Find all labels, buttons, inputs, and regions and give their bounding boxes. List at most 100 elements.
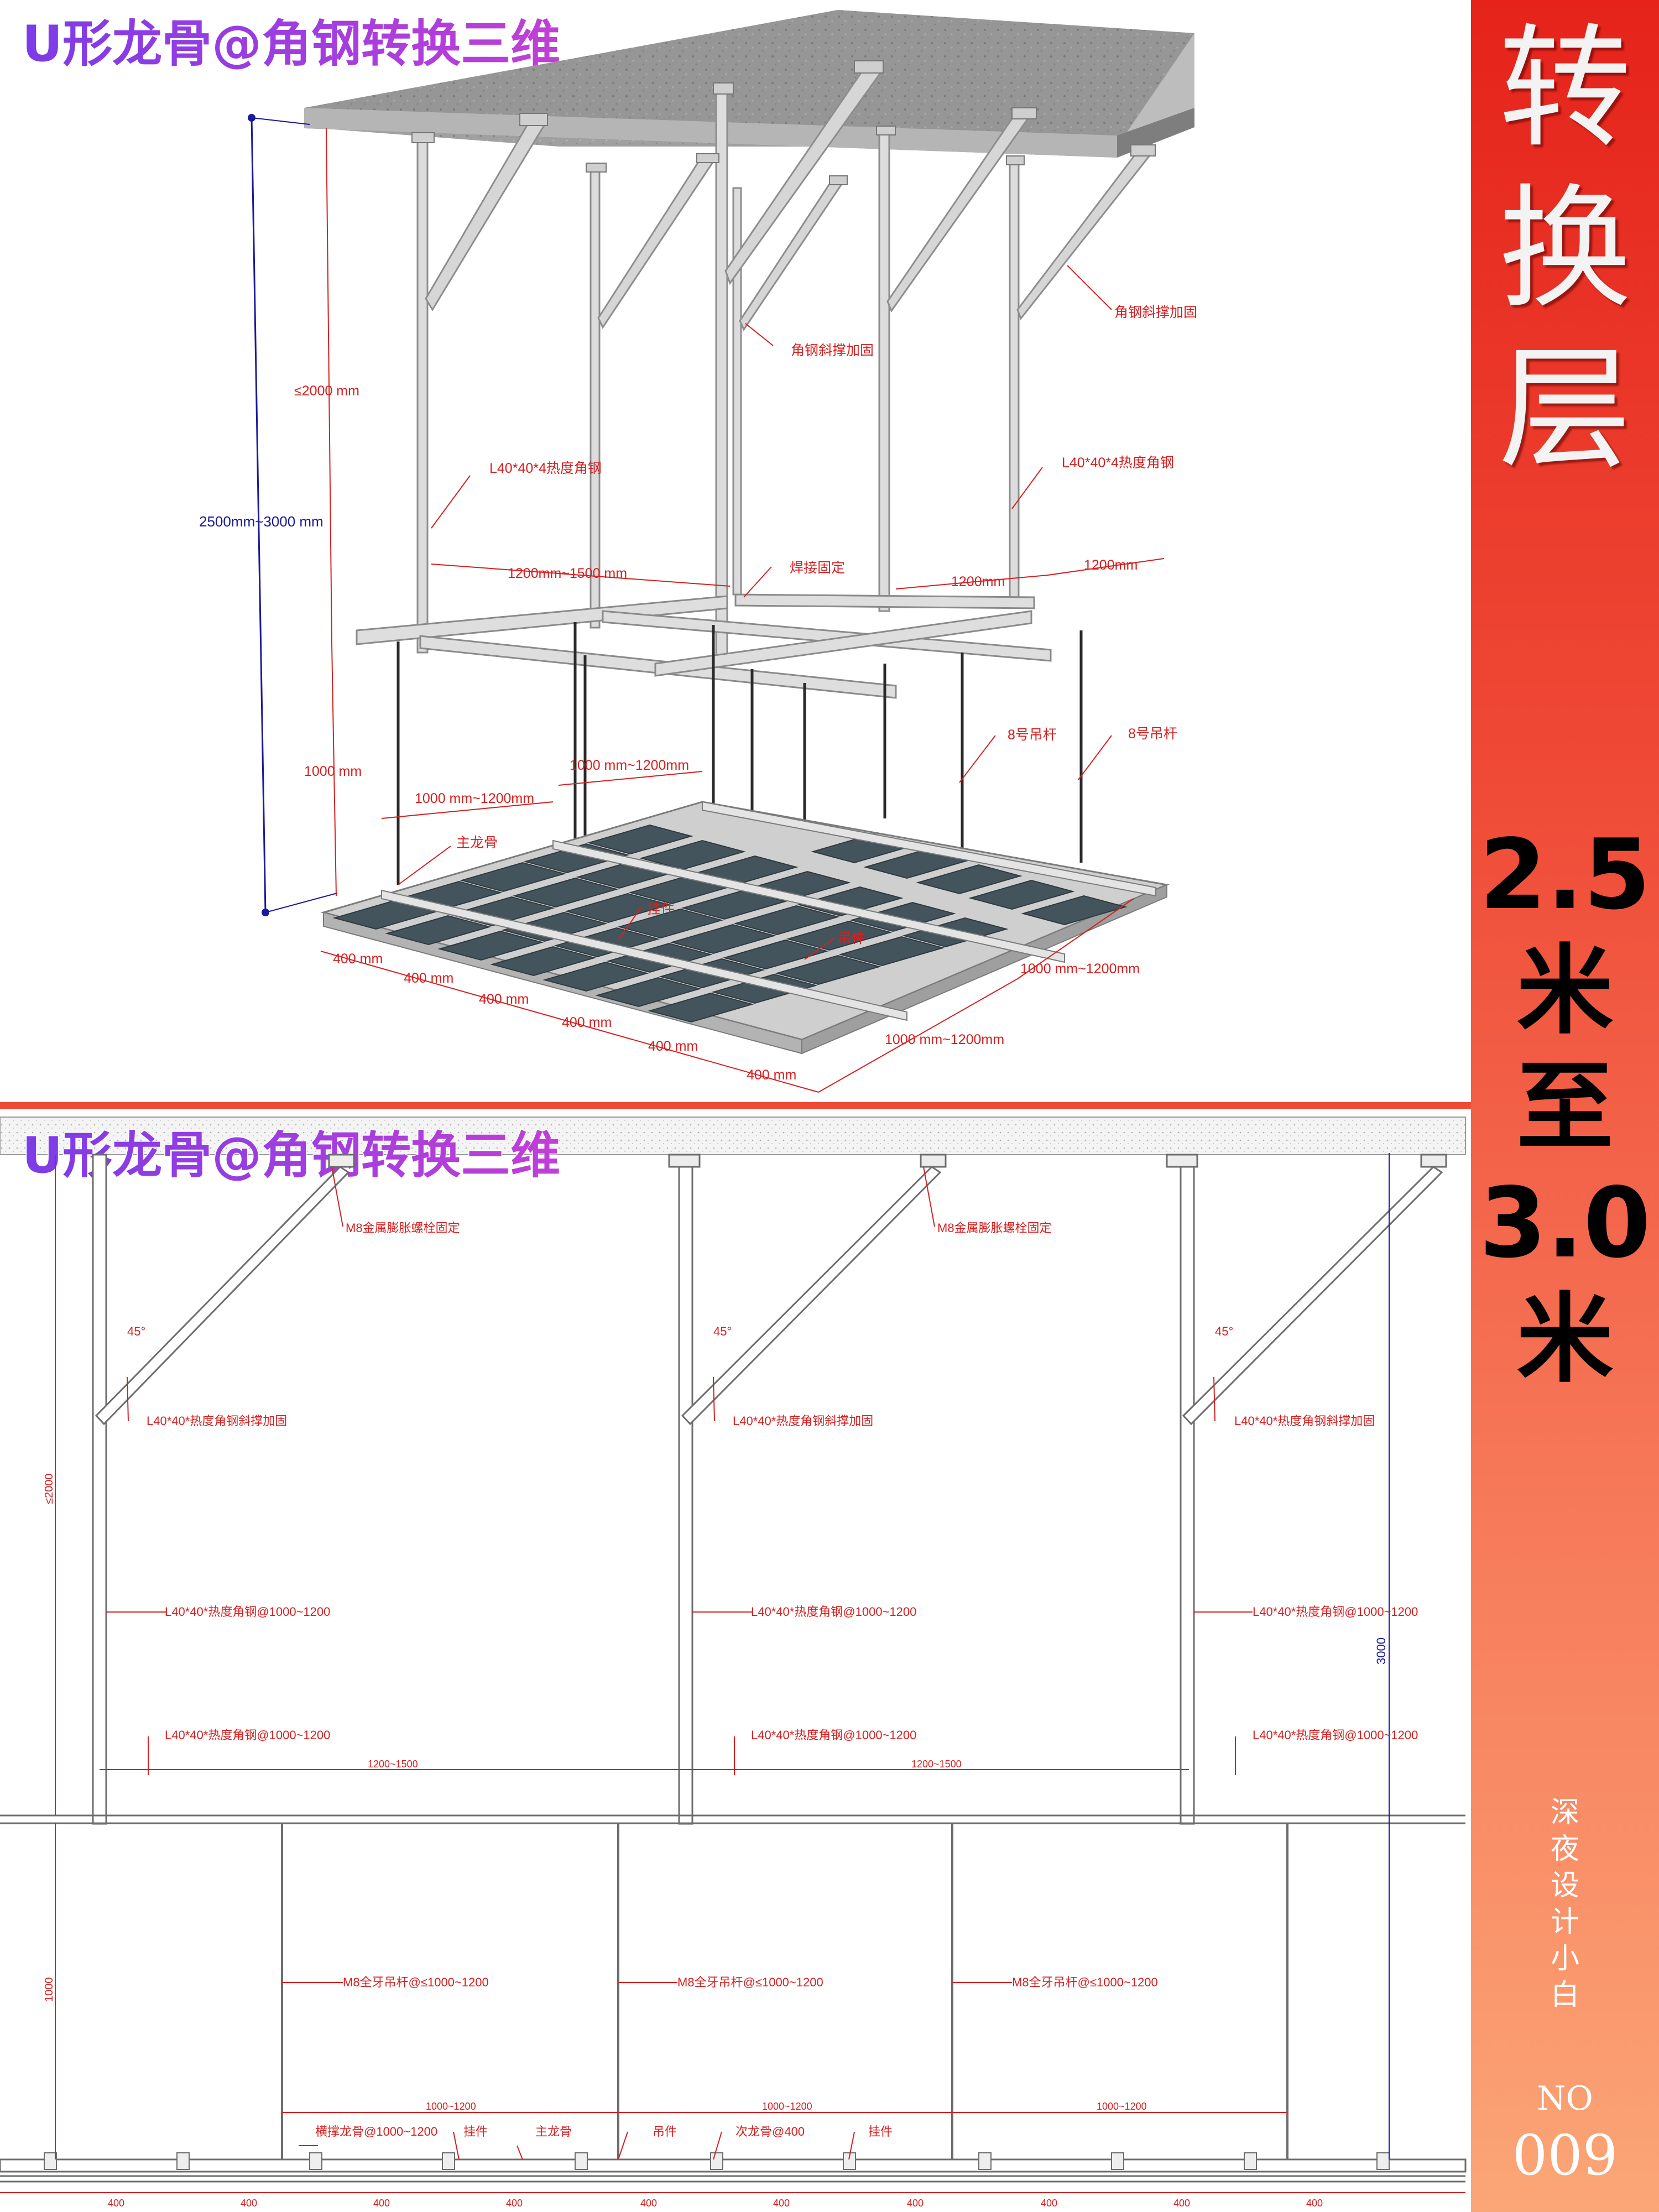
label-d400-1: 400 [108, 2198, 124, 2209]
section-labels: M8金属膨胀螺栓固定 M8金属膨胀螺栓固定 45° 45° 45° L40*40… [43, 1221, 1418, 2209]
sidebar-author-char-4: 计 [1550, 1906, 1579, 1939]
section-horizontal-beam [0, 1814, 1465, 1824]
sidebar-author-char-1: 深 [1550, 1796, 1579, 1829]
label-bolt-2: M8金属膨胀螺栓固定 [937, 1221, 1052, 1235]
label-span-1200-b: 1200mm [1084, 557, 1138, 573]
label-brace-3: L40*40*热度角钢斜撑加固 [1234, 1414, 1375, 1428]
label-angle-b-2: L40*40*热度角钢@1000~1200 [751, 1728, 916, 1742]
label-rod-1: M8全牙吊杆@≤1000~1200 [343, 1975, 489, 1989]
right-sidebar: 转 换 层 2.5 米 至 3.0 米 深 夜 设 计 小 白 NO 009 [1471, 0, 1659, 2212]
sidebar-no-label: NO [1537, 2079, 1593, 2118]
sidebar-height-line-3: 至 [1516, 1051, 1614, 1164]
diagonal-braces [425, 65, 1152, 332]
label-main-keel: 主龙骨 [456, 835, 498, 851]
label-brace-2: L40*40*热度角钢斜撑加固 [733, 1414, 873, 1428]
main-keel-bars [381, 801, 1156, 1021]
total-height-label: 2500mm~3000 mm [199, 513, 324, 530]
section-post-group-1 [92, 1154, 355, 1825]
label-d400-5: 400 [640, 2198, 657, 2209]
label-lower-height: 1000 mm [304, 764, 362, 779]
drawing-canvas: U形龙骨@角钢转换三维 [0, 10, 1471, 2209]
label-span-1200-1500: 1200mm~1500 mm [508, 566, 627, 581]
label-3000: 3000 [1374, 1637, 1388, 1665]
sidebar-height-line-1: 2.5 [1479, 819, 1651, 931]
sidebar-author-char-3: 设 [1550, 1869, 1579, 1902]
horizontal-angle-frame [356, 593, 1052, 699]
label-angle-steel-1: L40*40*4热度角钢 [489, 461, 602, 476]
label-span-1200-1500-2: 1200~1500 [911, 1759, 962, 1770]
sidebar-title-char-1: 转 [1498, 11, 1631, 166]
slab-clips [411, 60, 1156, 185]
label-le-2000: ≤2000 [43, 1474, 55, 1504]
label-sub-keel: 次龙骨@400 [735, 2125, 805, 2138]
label-cross-keel: 横撑龙骨@1000~1200 [315, 2125, 437, 2138]
label-d400-6: 400 [773, 2198, 790, 2209]
label-45-3: 45° [1215, 1324, 1233, 1338]
label-angle-b-3: L40*40*热度角钢@1000~1200 [1253, 1728, 1418, 1742]
label-400-4: 400 mm [562, 1015, 612, 1030]
sidebar-height-line-5: 米 [1516, 1284, 1614, 1396]
top-red-dimensions [320, 128, 1165, 1093]
section-post-group-3 [1166, 1154, 1447, 1825]
label-upper-height: ≤2000 mm [294, 383, 359, 399]
sidebar-no-value: 009 [1512, 2123, 1618, 2188]
label-bolt-1: M8金属膨胀螺栓固定 [346, 1221, 460, 1235]
label-d400-3: 400 [373, 2198, 390, 2209]
section-post-group-2 [668, 1154, 947, 1825]
total-height-dimension: 2500mm~3000 mm [199, 114, 338, 916]
label-span-1200-a: 1200mm [951, 574, 1005, 589]
sidebar-author-char-2: 夜 [1550, 1833, 1579, 1866]
label-hanger: 吊件 [838, 931, 865, 946]
sidebar-height-line-2: 米 [1516, 935, 1614, 1047]
label-angle-b-1: L40*40*热度角钢@1000~1200 [165, 1728, 330, 1742]
label-rod-2: M8全牙吊杆@≤1000~1200 [677, 1975, 823, 1989]
label-span-1000-1200-b: 1000 mm~1200mm [570, 758, 689, 773]
label-1000: 1000 [43, 1978, 55, 2002]
label-d400-2: 400 [241, 2198, 257, 2209]
sidebar-title-char-2: 换 [1498, 171, 1631, 326]
label-d400-9: 400 [1173, 2198, 1190, 2209]
section-slab [0, 1117, 1466, 1155]
label-d400-8: 400 [1041, 2198, 1057, 2209]
label-d400-4: 400 [506, 2198, 523, 2209]
ceiling-panel-grid [320, 801, 1170, 1055]
label-400-2: 400 mm [404, 971, 453, 986]
label-weld: 焊接固定 [790, 560, 845, 576]
panel-divider [0, 1102, 1471, 1109]
bottom-section-panel: U形龙骨@角钢转换三维 [0, 1117, 1467, 2209]
label-rod-1: 8号吊杆 [1008, 727, 1057, 743]
label-angle-a-3: L40*40*热度角钢@1000~1200 [1253, 1605, 1418, 1619]
hanger-rods [397, 622, 1083, 962]
sidebar-author-char-5: 小 [1550, 1942, 1579, 1975]
label-span-1200-1500-1: 1200~1500 [368, 1759, 418, 1770]
label-main-keel-bottom: 主龙骨 [535, 2125, 572, 2138]
label-clip-1: 挂件 [463, 2125, 488, 2138]
label-span-1000-1200-2: 1000~1200 [762, 2101, 812, 2112]
label-d400-10: 400 [1306, 2198, 1323, 2209]
sidebar-title-char-3: 层 [1498, 332, 1631, 487]
top-red-labels: ≤2000 mm 1000 mm 角钢斜撑加固 角钢斜撑加固 L40*40*4热… [294, 305, 1197, 1083]
label-span-1000-1200-a: 1000 mm~1200mm [415, 791, 534, 806]
label-angle-steel-2: L40*40*4热度角钢 [1062, 455, 1174, 471]
label-brace-1: L40*40*热度角钢斜撑加固 [147, 1414, 287, 1428]
top-panel-title: U形龙骨@角钢转换三维 [22, 15, 560, 73]
section-blue-3000: 3000 [1374, 1153, 1390, 2159]
label-clip-2: 挂件 [868, 2125, 893, 2138]
label-45-1: 45° [127, 1324, 145, 1338]
bottom-panel-title: U形龙骨@角钢转换三维 [22, 1126, 560, 1185]
label-span-1000-1200-1: 1000~1200 [426, 2101, 476, 2112]
label-hanger-bottom: 吊件 [653, 2125, 677, 2138]
label-400-3: 400 mm [479, 992, 529, 1007]
section-ceiling-line [0, 2158, 1467, 2183]
label-angle-brace-2: 角钢斜撑加固 [1114, 305, 1197, 320]
label-hanger-clip: 挂件 [647, 901, 675, 917]
label-span-1000-1200-d: 1000 mm~1200mm [885, 1032, 1004, 1047]
label-span-1000-1200-c: 1000 mm~1200mm [1020, 961, 1140, 977]
label-angle-brace-1: 角钢斜撑加固 [791, 343, 874, 358]
label-span-1000-1200-3: 1000~1200 [1097, 2101, 1147, 2112]
label-angle-a-1: L40*40*热度角钢@1000~1200 [165, 1605, 330, 1619]
label-400-5: 400 mm [648, 1039, 698, 1054]
top-3d-panel: U形龙骨@角钢转换三维 [22, 10, 1197, 1093]
label-400-6: 400 mm [747, 1067, 796, 1083]
label-45-2: 45° [713, 1324, 732, 1338]
